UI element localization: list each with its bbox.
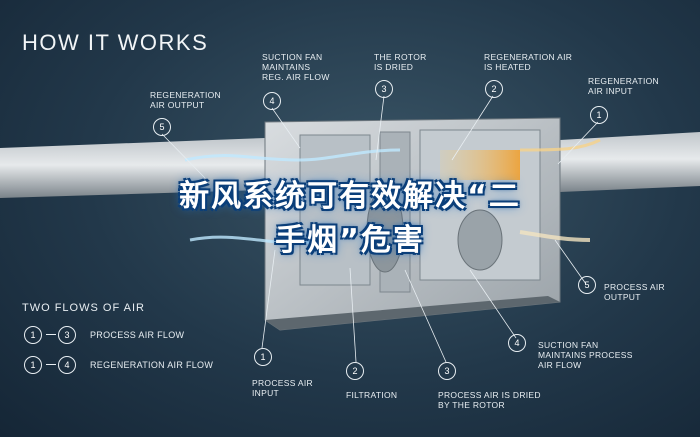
overlay-line-1: 新风系统可有效解决“二	[179, 179, 521, 214]
callout-process-air-input-badge: 1	[254, 348, 272, 366]
legend-badge-from: 1	[24, 356, 42, 374]
page-heading: HOW IT WORKS	[22, 30, 209, 55]
callout-suction-fan-process-badge: 4	[508, 334, 526, 352]
legend-dash	[46, 364, 56, 366]
legend-badge-to: 3	[58, 326, 76, 344]
callout-regen-air-input-badge: 1	[590, 106, 608, 124]
legend-label: REGENERATION AIR FLOW	[90, 360, 214, 370]
legend-label: PROCESS AIR FLOW	[90, 330, 185, 340]
legend-dash	[46, 334, 56, 336]
callout-process-air-dried-badge: 3	[438, 362, 456, 380]
callout-regen-air-output-badge: 5	[153, 118, 171, 136]
callout-regen-air-heated-badge: 2	[485, 80, 503, 98]
overlay-line-2: 手烟”危害	[275, 223, 425, 258]
legend-title: TWO FLOWS OF AIR	[22, 302, 145, 314]
callout-rotor-dried-badge: 3	[375, 80, 393, 98]
overlay-headline: 新风系统可有效解决“二 手烟”危害	[0, 175, 700, 263]
legend-badge-to: 4	[58, 356, 76, 374]
callout-process-air-output-badge: 5	[578, 276, 596, 294]
callout-suction-fan-regen-badge: 4	[263, 92, 281, 110]
callout-filtration-label: FILTRATION	[346, 390, 398, 400]
callout-filtration-badge: 2	[346, 362, 364, 380]
legend-badge-from: 1	[24, 326, 42, 344]
